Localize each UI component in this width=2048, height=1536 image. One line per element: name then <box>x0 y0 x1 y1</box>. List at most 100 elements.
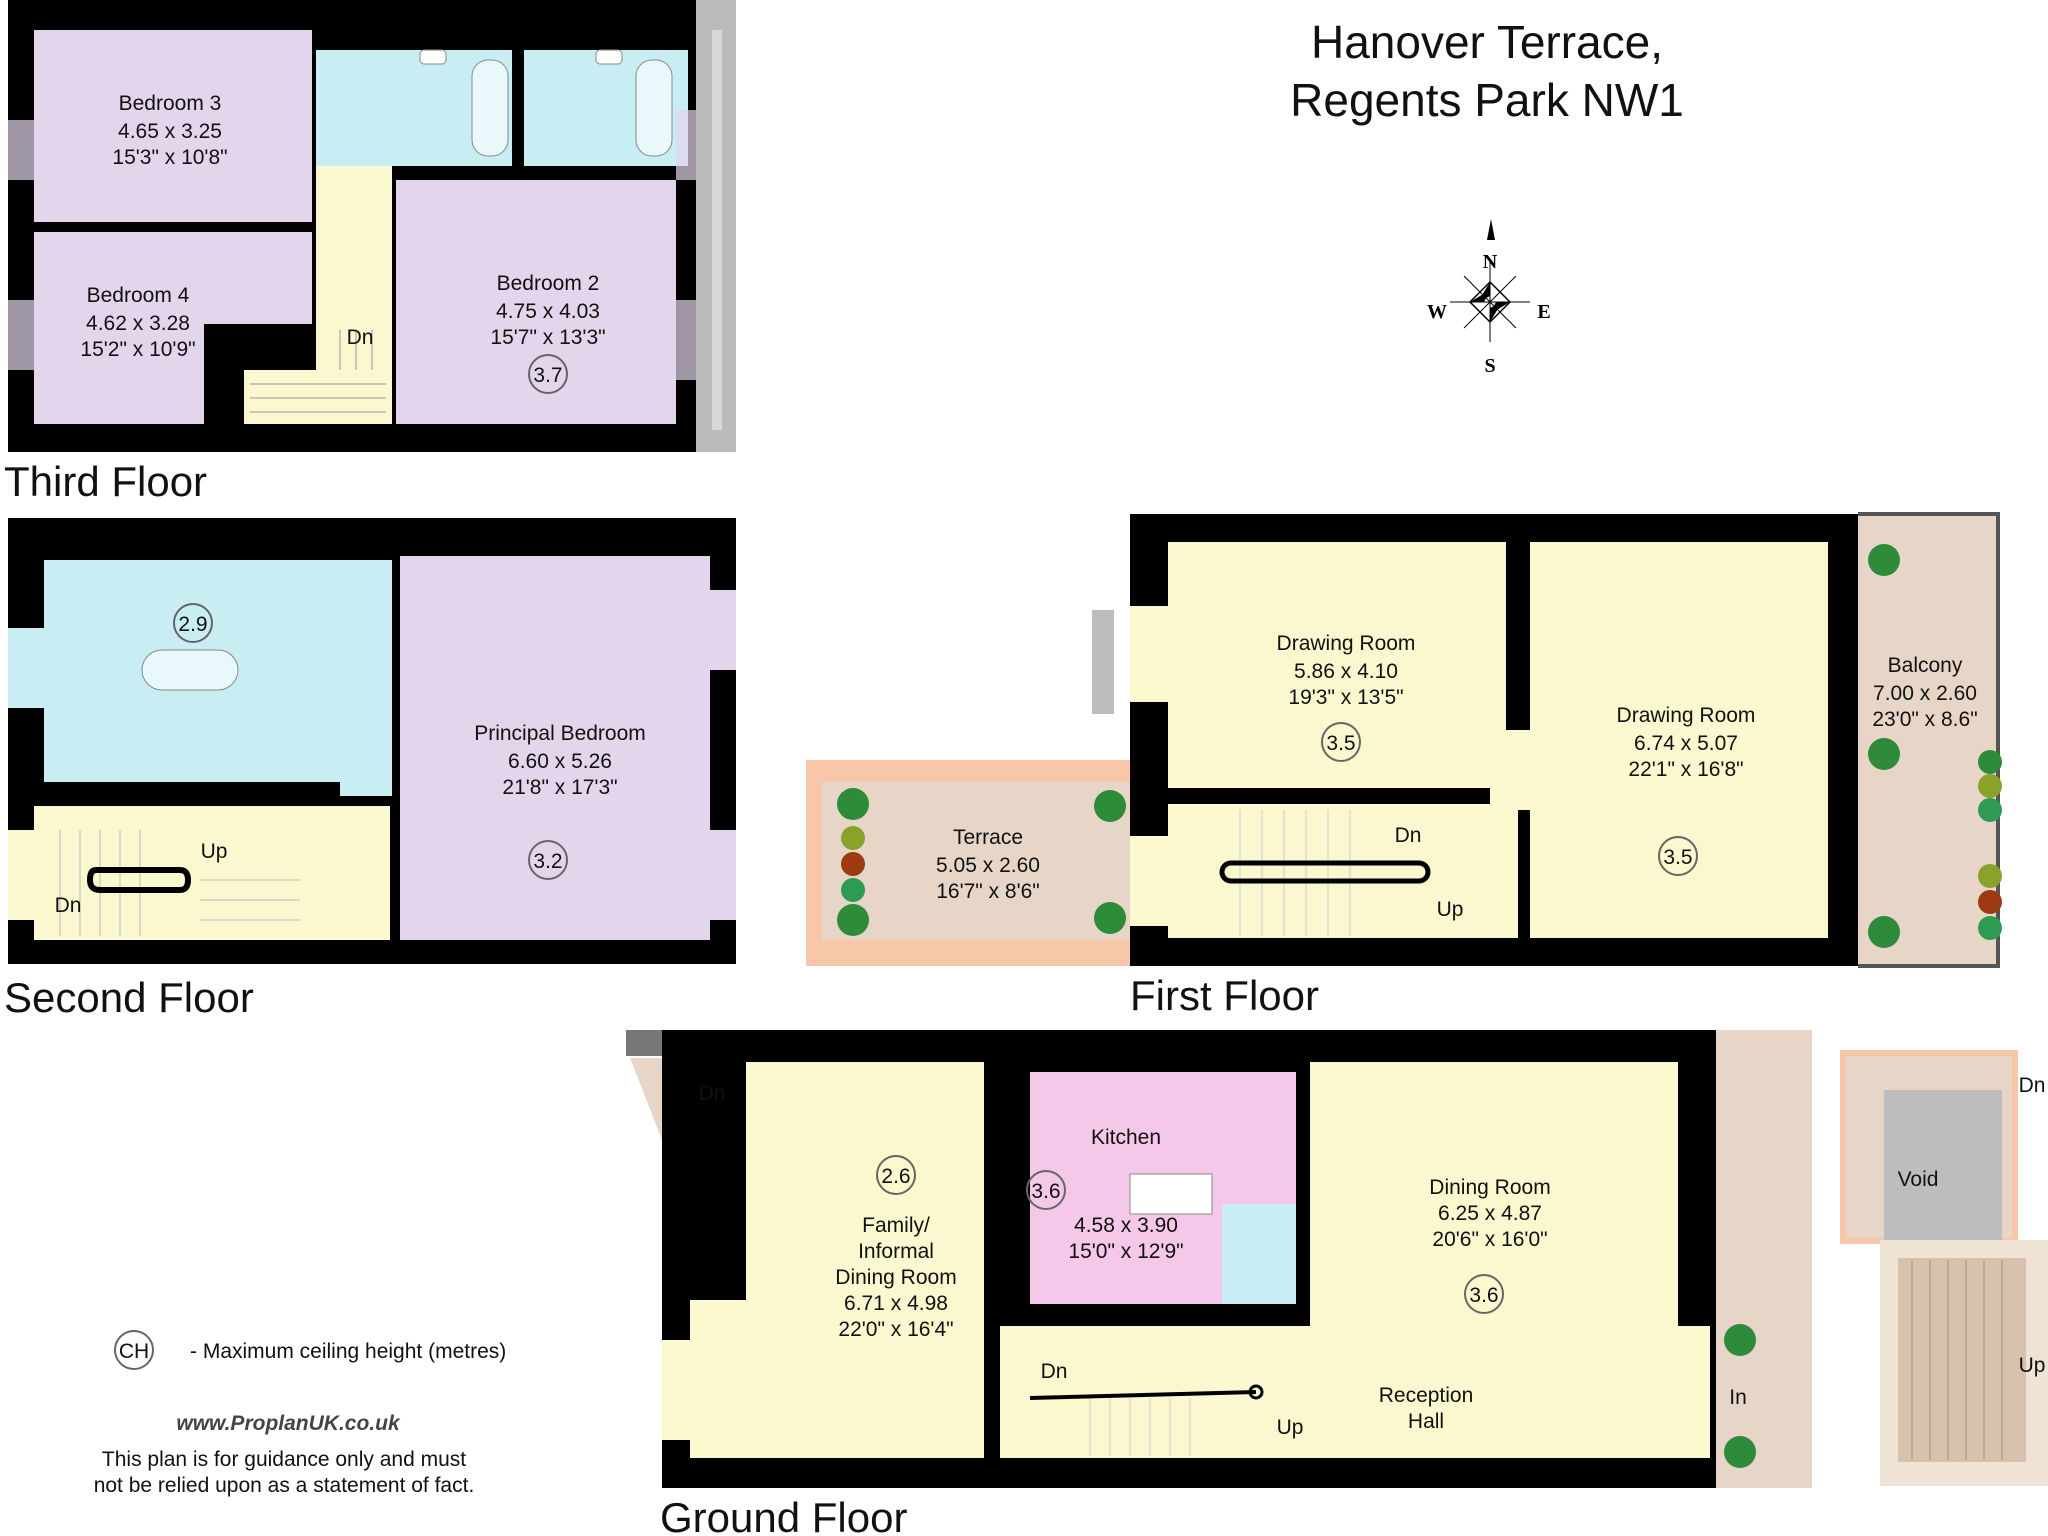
balcony-imperial: 23'0" x 8.6" <box>1872 708 1977 731</box>
bedroom-4-metric: 4.62 x 3.28 <box>86 312 190 335</box>
principal-bedroom-metric: 6.60 x 5.26 <box>508 750 612 773</box>
drawing-room-1-metric: 5.86 x 4.10 <box>1294 660 1398 683</box>
ceiling-height-marker <box>1658 836 1698 876</box>
family-room-ceiling: 2.6 <box>881 1165 910 1188</box>
plant-icon <box>1724 1324 1756 1468</box>
drawing-room-2-imperial: 22'1" x 16'8" <box>1628 758 1743 781</box>
principal-bedroom-area <box>400 556 710 940</box>
bedroom-2-metric: 4.75 x 4.03 <box>496 300 600 323</box>
ceiling-height-marker <box>1321 722 1361 762</box>
drawing-room-1-imperial: 19'3" x 13'5" <box>1288 686 1403 709</box>
ceiling-height-marker <box>528 354 568 394</box>
bedroom-2-ceiling: 3.7 <box>533 364 562 387</box>
bedroom-3-area <box>34 30 312 222</box>
kitchen-imperial: 15'0" x 12'9" <box>1068 1240 1183 1263</box>
bedroom-3-metric: 4.65 x 3.25 <box>118 120 222 143</box>
family-room-imperial: 22'0" x 16'4" <box>838 1318 953 1341</box>
void-area <box>1884 1090 2002 1240</box>
bedroom-4-area <box>34 232 204 424</box>
dining-room-metric: 6.25 x 4.87 <box>1438 1202 1542 1225</box>
third-floor-plan <box>8 0 736 452</box>
ground-floor-plan <box>626 1030 2048 1488</box>
website: www.ProplanUK.co.uk <box>176 1412 401 1435</box>
drawing-room-1-label: Drawing Room <box>1277 632 1416 655</box>
title-line-2: Regents Park NW1 <box>1290 74 1684 126</box>
front-path <box>1716 1030 1812 1488</box>
family-room-label-1: Family/ <box>862 1214 930 1237</box>
reception-hall-label-2: Hall <box>1408 1410 1444 1433</box>
ground-floor-label: Ground Floor <box>660 1494 907 1536</box>
dining-room-label: Dining Room <box>1429 1176 1550 1199</box>
ground-stair-down: Dn <box>1041 1360 1068 1383</box>
basement-stair-down: Dn <box>2019 1074 2046 1097</box>
second-floor-label: Second Floor <box>4 974 254 1021</box>
bedroom-3-imperial: 15'3" x 10'8" <box>112 146 227 169</box>
balcony-metric: 7.00 x 2.60 <box>1873 682 1977 705</box>
third-floor-label: Third Floor <box>4 458 207 505</box>
legend-symbol-text: CH <box>119 1340 149 1363</box>
disclaimer-line-2: not be relied upon as a statement of fac… <box>94 1474 475 1497</box>
family-room-label-2: Informal <box>858 1240 934 1263</box>
bedroom-4-label: Bedroom 4 <box>87 284 190 307</box>
legend-ceiling-symbol <box>114 1330 154 1370</box>
first-stair-up: Up <box>1437 898 1464 921</box>
second-floor-plan <box>8 518 736 964</box>
reception-hall-label-1: Reception <box>1379 1384 1474 1407</box>
family-room-area <box>746 1062 984 1300</box>
ceiling-height-marker <box>1464 1274 1504 1314</box>
bedroom-3-label: Bedroom 3 <box>119 92 222 115</box>
legend-text: - Maximum ceiling height (metres) <box>190 1340 506 1363</box>
front-steps-up: Up <box>2019 1354 2046 1377</box>
ground-outside-stair-down: Dn <box>699 1082 726 1105</box>
compass-north: N <box>1483 251 1498 273</box>
first-landing <box>1168 804 1518 938</box>
second-stair-down: Dn <box>55 894 82 917</box>
drawing-room-2-ceiling: 3.5 <box>1663 846 1692 869</box>
title-line-1: Hanover Terrace, <box>1311 16 1663 68</box>
drawing-room-1-area <box>1168 542 1506 788</box>
ceiling-height-marker <box>528 840 568 880</box>
family-room-label-3: Dining Room <box>835 1266 956 1289</box>
terrace-metric: 5.05 x 2.60 <box>936 854 1040 877</box>
first-floor-label: First Floor <box>1130 972 1319 1019</box>
compass-icon: N S E W <box>1427 219 1551 377</box>
compass-south: S <box>1484 355 1495 377</box>
kitchen-metric: 4.58 x 3.90 <box>1074 1214 1178 1237</box>
drawing-room-2-area <box>1530 542 1828 938</box>
principal-bedroom-ceiling: 3.2 <box>533 850 562 873</box>
terrace-label: Terrace <box>953 826 1023 849</box>
ground-stair-up: Up <box>1277 1416 1304 1439</box>
third-stair-down: Dn <box>347 326 374 349</box>
bedroom-2-area <box>396 180 676 424</box>
second-stair-up: Up <box>201 840 228 863</box>
ceiling-height-marker <box>173 603 213 643</box>
ceiling-height-marker <box>1026 1170 1066 1210</box>
ground-wc <box>1222 1204 1296 1304</box>
ceiling-height-marker <box>876 1155 916 1195</box>
first-floor-plan <box>806 512 2002 968</box>
terrace-imperial: 16'7" x 8'6" <box>936 880 1040 903</box>
disclaimer-line-1: This plan is for guidance only and must <box>102 1448 466 1471</box>
bedroom-2-label: Bedroom 2 <box>497 272 600 295</box>
second-bathroom-ceiling: 2.9 <box>178 613 207 636</box>
dining-room-ceiling: 3.6 <box>1469 1284 1498 1307</box>
compass-east: E <box>1537 301 1550 323</box>
terrace-area <box>822 782 1130 940</box>
void-label: Void <box>1898 1168 1939 1191</box>
plant-icon <box>837 544 2002 948</box>
front-entrance-in: In <box>1729 1386 1747 1409</box>
family-room-metric: 6.71 x 4.98 <box>844 1292 948 1315</box>
principal-bedroom-imperial: 21'8" x 17'3" <box>502 776 617 799</box>
dining-room-area <box>1310 1062 1678 1352</box>
dining-room-imperial: 20'6" x 16'0" <box>1432 1228 1547 1251</box>
drawing-room-1-ceiling: 3.5 <box>1326 732 1355 755</box>
reception-hall-area <box>1000 1326 1710 1458</box>
principal-bedroom-label: Principal Bedroom <box>474 722 646 745</box>
balcony-label: Balcony <box>1888 654 1963 677</box>
drawing-room-2-metric: 6.74 x 5.07 <box>1634 732 1738 755</box>
first-stair-down: Dn <box>1395 824 1422 847</box>
bedroom-4-imperial: 15'2" x 10'9" <box>80 338 195 361</box>
bedroom-2-imperial: 15'7" x 13'3" <box>490 326 605 349</box>
compass-west: W <box>1427 301 1447 323</box>
